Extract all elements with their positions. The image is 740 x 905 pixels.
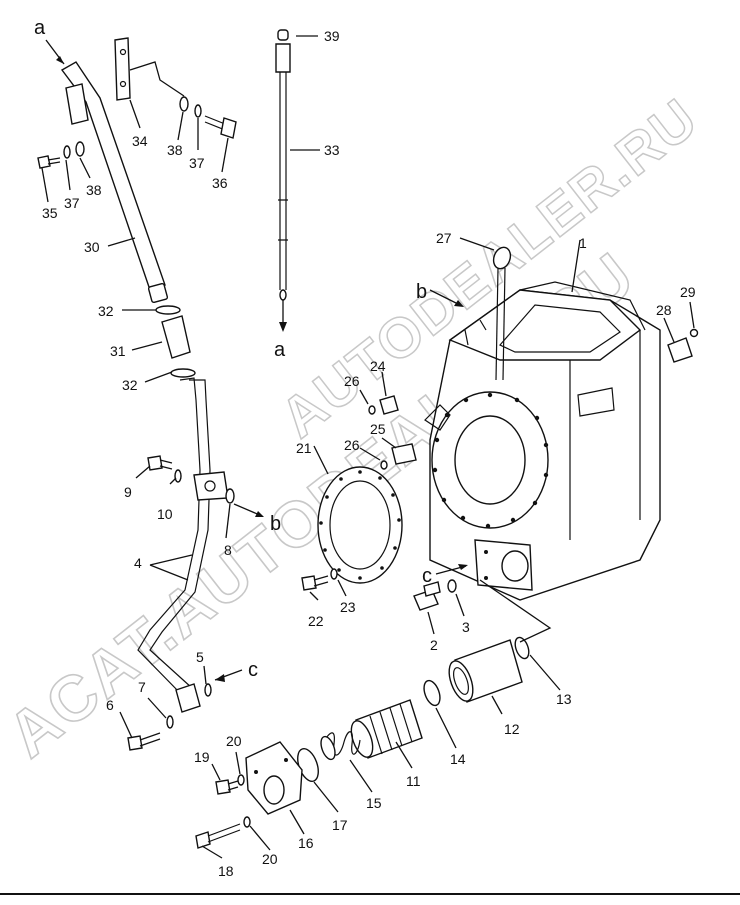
hose-and-clamps (155, 305, 196, 378)
callout-23: 23 (340, 599, 356, 615)
callout-11: 11 (406, 773, 421, 789)
callout-17: 17 (332, 817, 348, 833)
ref-c-right: c (422, 565, 432, 587)
leader-lines (41, 35, 695, 859)
callout-22: 22 (308, 613, 324, 629)
ref-b-bottom: b (270, 513, 281, 535)
callout-37: 37 (189, 155, 205, 171)
callout-2: 2 (430, 637, 438, 653)
callout-18: 18 (218, 863, 234, 879)
filler-tube (60, 37, 169, 304)
callout-16: 16 (298, 835, 314, 851)
callout-5: 5 (196, 649, 204, 665)
callout-6: 6 (106, 697, 114, 713)
callout-1: 1 (579, 235, 587, 251)
lower-pipe (137, 377, 229, 713)
callout-27: 27 (436, 230, 452, 246)
callout-32: 32 (98, 303, 114, 319)
filter-assembly (245, 636, 530, 815)
callout-39: 39 (324, 28, 340, 44)
callout-21: 21 (296, 440, 312, 456)
callout-36: 36 (212, 175, 228, 191)
gasket (317, 466, 403, 584)
reference-letters: a a b b c c (34, 17, 432, 681)
callout-9: 9 (124, 484, 132, 500)
callout-labels: 39 33 34 38 37 36 35 37 38 30 32 31 32 9… (42, 28, 696, 879)
callout-3: 3 (462, 619, 470, 635)
transmission-case (424, 281, 661, 601)
callout-29: 29 (680, 284, 696, 300)
callout-33: 33 (324, 142, 340, 158)
callout-20: 20 (262, 851, 278, 867)
ref-a-bottom: a (274, 339, 286, 361)
callout-30: 30 (84, 239, 100, 255)
callout-14: 14 (450, 751, 466, 767)
bolts-upper (37, 96, 237, 169)
callout-13: 13 (556, 691, 572, 707)
callout-24: 24 (370, 358, 386, 374)
callout-32: 32 (122, 377, 138, 393)
callout-38: 38 (86, 182, 102, 198)
callout-35: 35 (42, 205, 58, 221)
callout-38: 38 (167, 142, 183, 158)
callout-19: 19 (194, 749, 210, 765)
washers-pipe (127, 455, 235, 751)
callout-26: 26 (344, 437, 360, 453)
callout-26: 26 (344, 373, 360, 389)
callout-31: 31 (110, 343, 126, 359)
callout-25: 25 (370, 421, 386, 437)
ref-b-top: b (416, 281, 427, 303)
dipstick (275, 29, 291, 301)
ref-c-left: c (248, 659, 258, 681)
eye-bolt (492, 246, 512, 381)
callout-4: 4 (134, 555, 142, 571)
ref-a-top: a (34, 17, 46, 39)
cover-bolts (195, 774, 251, 849)
callout-7: 7 (138, 679, 146, 695)
callout-8: 8 (224, 542, 232, 558)
callout-15: 15 (366, 795, 382, 811)
callout-20: 20 (226, 733, 242, 749)
drain-plug (413, 579, 457, 611)
callout-28: 28 (656, 302, 672, 318)
callout-34: 34 (132, 133, 148, 149)
callout-37: 37 (64, 195, 80, 211)
callout-12: 12 (504, 721, 520, 737)
bolt-22 (301, 568, 338, 591)
name-plate (667, 328, 699, 363)
unions (368, 395, 417, 470)
callout-10: 10 (157, 506, 173, 522)
